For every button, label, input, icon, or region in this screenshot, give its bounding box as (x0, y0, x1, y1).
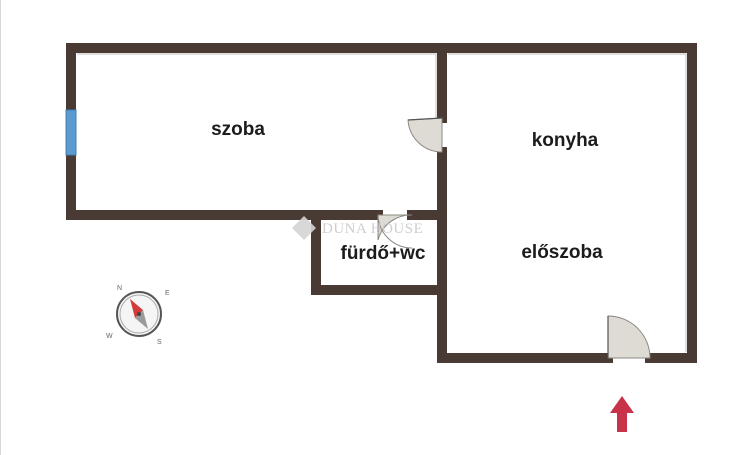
compass-e: E (165, 290, 170, 297)
room-label-konyha: konyha (532, 130, 599, 151)
watermark: DUNA HOUSE (292, 216, 423, 240)
compass-n: N (117, 285, 122, 292)
outer-wall-szoba (66, 43, 321, 220)
bathroom-wall (311, 210, 447, 295)
bottom-wall-left (437, 283, 613, 363)
room-label-eloszoba: előszoba (521, 242, 603, 263)
door-entrance (607, 315, 651, 359)
compass-icon: N E S W (106, 285, 170, 346)
compass-w: W (106, 333, 113, 340)
window (65, 109, 77, 156)
entrance-arrow-icon (610, 396, 634, 432)
door-bathroom (377, 214, 413, 249)
duna-house-logo-icon (292, 216, 316, 240)
room-label-szoba: szoba (211, 119, 265, 140)
watermark-text: DUNA HOUSE (322, 221, 423, 237)
room-label-furdo: fürdő+wc (341, 243, 426, 264)
top-wall (66, 43, 697, 363)
door-szoba (407, 117, 443, 153)
walls (66, 43, 697, 363)
compass-s: S (157, 339, 162, 346)
